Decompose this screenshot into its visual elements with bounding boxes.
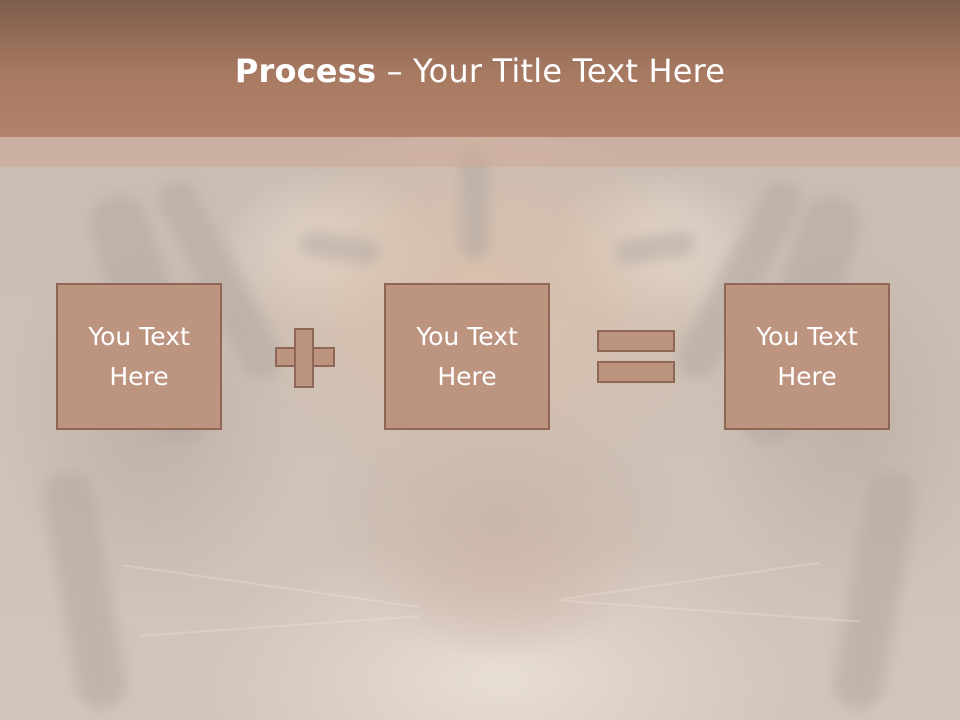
title-bold-word: Process [234,52,377,90]
process-box-2[interactable]: You Text Here [384,283,550,430]
title-rest: – Your Title Text Here [376,52,726,90]
equals-icon [597,330,675,384]
box-text-line-1: You Text [416,321,518,351]
box-text-line-2: Here [777,361,837,391]
process-box-1[interactable]: You Text Here [56,283,222,430]
box-text-line-1: You Text [756,321,858,351]
slide-title: Process – Your Title Text Here [0,52,960,90]
plus-icon [275,328,335,388]
title-underline-strip [0,137,960,167]
box-text-line-2: Here [437,361,497,391]
process-box-3[interactable]: You Text Here [724,283,890,430]
box-text-line-2: Here [109,361,169,391]
box-text-line-1: You Text [88,321,190,351]
title-bar [0,0,960,137]
